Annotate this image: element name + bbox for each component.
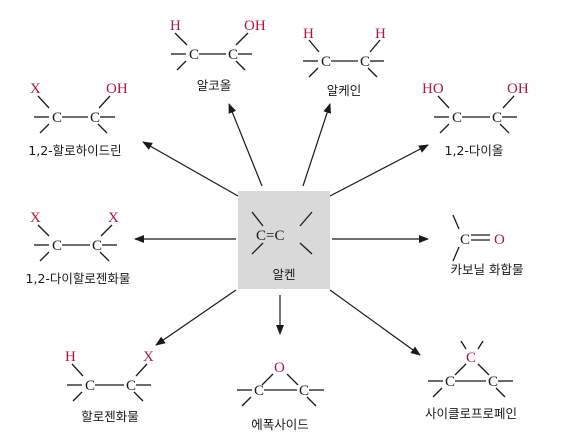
svg-text:C: C <box>452 110 462 126</box>
epoxide-label: 에폭사이드 <box>251 417 309 432</box>
alkene-center: C=C 알켄 <box>238 191 330 289</box>
arrow-to-cyclopropane <box>329 289 421 356</box>
halide-group-2: X <box>143 349 154 365</box>
arrow-to-alcohol <box>228 103 263 187</box>
alcohol-label: 알코올 <box>197 78 232 93</box>
carbonyl-label: 카보닐 화합물 <box>451 262 524 277</box>
alcohol-group-1: H <box>170 18 181 34</box>
alkane-group-1: H <box>303 26 314 42</box>
svg-text:C: C <box>92 238 102 254</box>
svg-text:C: C <box>445 374 455 390</box>
alkane-structure: H H C C 알케인 <box>303 26 386 98</box>
alkene-label: 알켄 <box>272 267 295 282</box>
alkene-box <box>238 191 330 289</box>
epoxide-group-1: O <box>274 360 285 376</box>
dihalide-structure: X X C C 1,2-다이할로젠화물 <box>26 210 131 286</box>
halide-label: 할로젠화물 <box>81 409 139 424</box>
halide-structure: H X C C 할로젠화물 <box>65 349 154 424</box>
dihalide-label: 1,2-다이할로젠화물 <box>26 271 131 286</box>
cyclopropane-group-1: C <box>466 350 476 366</box>
alcohol-group-2: OH <box>244 18 266 34</box>
cyclopropane-label: 사이클로프로페인 <box>425 406 517 421</box>
carbonyl-structure: C O 카보닐 화합물 <box>451 214 524 277</box>
svg-text:C: C <box>85 378 95 394</box>
arrow-to-halide <box>155 289 237 346</box>
halohydrin-structure: X OH C C 1,2-할로하이드린 <box>28 81 128 158</box>
carbonyl-group-1: O <box>494 232 505 248</box>
diol-label: 1,2-다이올 <box>445 143 504 158</box>
dihalide-group-2: X <box>108 210 119 226</box>
svg-text:C: C <box>254 383 264 399</box>
svg-text:C: C <box>460 232 470 248</box>
svg-text:C: C <box>492 110 502 126</box>
arrow-to-halohydrin <box>142 141 239 197</box>
alkane-group-2: H <box>375 26 386 42</box>
svg-text:C: C <box>299 383 309 399</box>
alkene-formula: C=C <box>256 228 284 244</box>
diol-group-2: OH <box>507 81 529 97</box>
svg-text:C: C <box>228 47 238 63</box>
halide-group-1: H <box>65 349 76 365</box>
arrow-to-alkane <box>302 103 331 187</box>
halohydrin-label: 1,2-할로하이드린 <box>28 143 121 158</box>
halohydrin-group-2: OH <box>106 81 128 97</box>
reaction-arrows <box>134 103 429 356</box>
svg-text:C: C <box>189 47 199 63</box>
svg-text:C: C <box>52 238 62 254</box>
diol-structure: HO OH C C 1,2-다이올 <box>422 81 529 158</box>
halohydrin-group-1: X <box>30 81 41 97</box>
alcohol-structure: H OH C C 알코올 <box>170 18 266 93</box>
svg-text:C: C <box>126 378 136 394</box>
svg-text:C: C <box>360 54 370 70</box>
epoxide-structure: O C C 에폭사이드 <box>237 360 324 432</box>
cyclopropane-structure: C C C 사이클로프로페인 <box>425 340 517 421</box>
svg-text:C: C <box>321 54 331 70</box>
svg-text:C: C <box>52 110 62 126</box>
svg-text:C: C <box>488 374 498 390</box>
dihalide-group-1: X <box>30 210 41 226</box>
arrow-to-diol <box>329 144 429 197</box>
alkane-label: 알케인 <box>327 83 362 98</box>
svg-text:C: C <box>90 110 100 126</box>
diol-group-1: HO <box>422 81 444 97</box>
